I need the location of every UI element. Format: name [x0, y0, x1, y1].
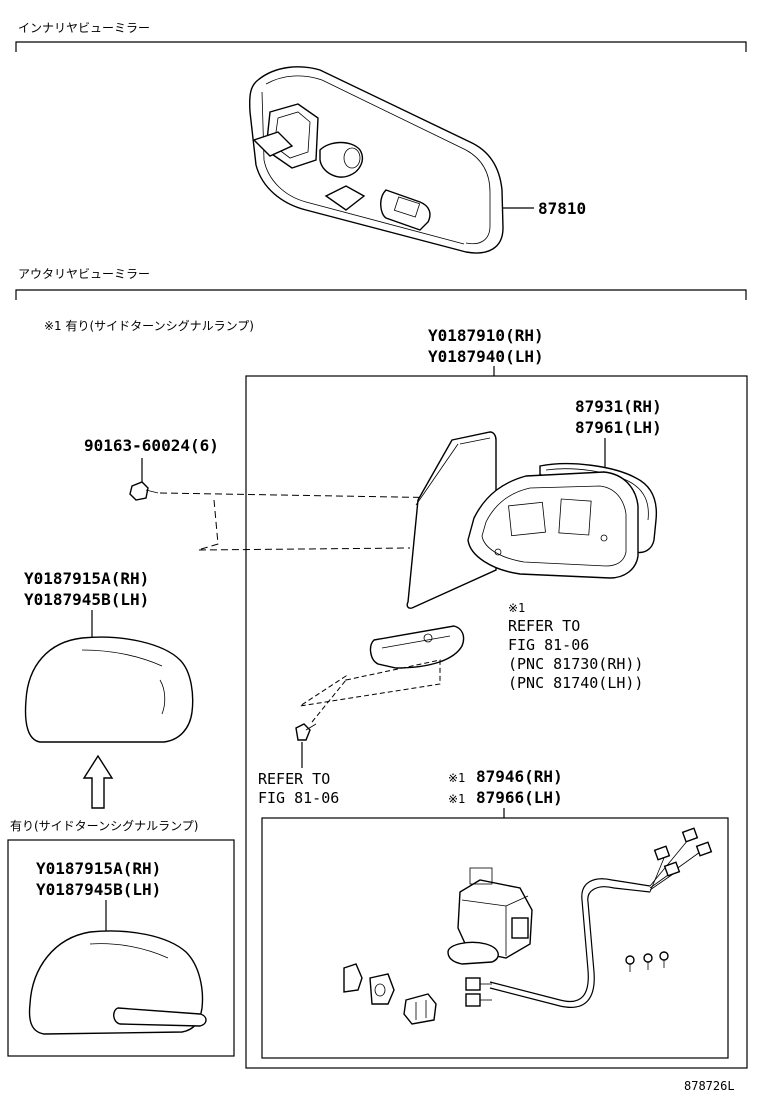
label-cover-y0187915a: Y0187915A(RH) [24, 569, 149, 588]
actuator-screws [625, 951, 669, 972]
mark-1-actuator-rh: ※1 [448, 771, 465, 785]
label-screw: 90163-60024(6) [84, 436, 219, 455]
refer-lamp-line3: (PNC 81730(RH)) [508, 655, 643, 673]
refer-lamp-line1: REFER TO [508, 617, 580, 635]
mirror-actuator [447, 867, 533, 965]
label-y0187940: Y0187940(LH) [428, 347, 544, 366]
section-title-inner-mirror: インナリヤビューミラー [18, 21, 150, 35]
screw-part [129, 481, 159, 501]
label-87931: 87931(RH) [575, 397, 662, 416]
label-y0187910: Y0187910(RH) [428, 326, 544, 345]
label-cover2-y0187945b: Y0187945B(LH) [36, 880, 161, 899]
turn-signal-lamp [369, 625, 465, 669]
mark-1-actuator-lh: ※1 [448, 792, 465, 806]
section-bracket-outer [15, 289, 747, 300]
label-87810: 87810 [538, 199, 586, 218]
mirror-base [406, 431, 497, 609]
clips [343, 963, 437, 1025]
arrow-up-icon [82, 754, 114, 809]
note-signal-lamp: ※1 有り(サイドターンシグナルランプ) [44, 319, 254, 333]
refer-lamp-line4: (PNC 81740(LH)) [508, 674, 643, 692]
label-87966: 87966(LH) [476, 788, 563, 807]
mark-1-lamp: ※1 [508, 601, 525, 615]
mirror-cover-with-signal [28, 930, 207, 1035]
assembly-box [245, 375, 748, 1069]
refer-screw-line2: FIG 81-06 [258, 789, 339, 807]
figure-number: 878726L [684, 1079, 735, 1093]
label-cover2-y0187915a: Y0187915A(RH) [36, 859, 161, 878]
refer-lamp-line2: FIG 81-06 [508, 636, 589, 654]
actuator-box [261, 817, 729, 1059]
label-cover-y0187945b: Y0187945B(LH) [24, 590, 149, 609]
section-bracket-inner [15, 41, 747, 52]
cover-signal-box [7, 839, 235, 1057]
section-title-outer-mirror: アウタリヤビューミラー [18, 267, 150, 281]
wire-harness [465, 827, 713, 1008]
label-87961: 87961(LH) [575, 418, 662, 437]
mirror-holder [467, 471, 639, 579]
label-87946: 87946(RH) [476, 767, 563, 786]
inner-rear-view-mirror [249, 66, 504, 254]
note-with-signal-lamp: 有り(サイドターンシグナルランプ) [10, 819, 198, 833]
lamp-screw [295, 723, 317, 741]
mirror-cover-standard [24, 636, 194, 743]
refer-screw-line1: REFER TO [258, 770, 330, 788]
